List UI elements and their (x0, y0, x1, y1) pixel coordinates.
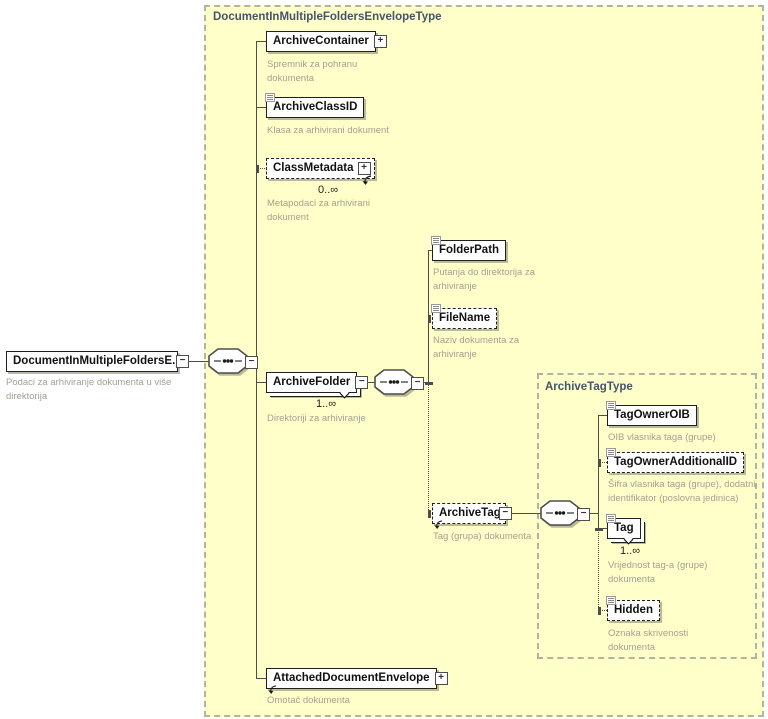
element-description: Oznaka skrivenosti dokumenta (608, 628, 689, 653)
element-archive-class-id[interactable]: ArchiveClassID (265, 93, 365, 118)
occurrence-label: 1..∞ (620, 545, 641, 557)
element-label: Tag (614, 522, 634, 534)
connector (598, 415, 599, 528)
envelope-type-title: DocumentInMultipleFoldersEnvelopeType (213, 11, 442, 23)
connector (598, 462, 613, 463)
element-description: Spremnik za pohranu dokumenta (267, 59, 358, 84)
connector (598, 610, 613, 611)
element-label: FolderPath (439, 244, 500, 256)
element-description: Tag (grupa) dokumenta (433, 531, 532, 542)
collapse-button[interactable]: − (245, 356, 258, 369)
element-archive-folder[interactable]: ArchiveFolder − (266, 372, 369, 399)
text-content-icon (431, 304, 441, 313)
element-hidden[interactable]: Hidden (606, 596, 660, 621)
text-content-icon (606, 401, 616, 410)
element-description: Naziv dokumenta za arhiviranje (433, 335, 520, 360)
element-description: Omotač dokumenta (267, 695, 350, 706)
collapse-button[interactable]: − (355, 376, 369, 389)
ref-arrow-icon (434, 520, 443, 529)
text-content-icon (431, 236, 441, 245)
element-label: Hidden (614, 604, 653, 616)
element-archive-container[interactable]: ArchiveContainer + (266, 31, 387, 52)
connector (428, 382, 429, 516)
collapse-button[interactable]: − (176, 355, 189, 368)
expand-button[interactable]: + (357, 162, 371, 175)
expand-button[interactable]: + (373, 35, 387, 48)
sequence-icon[interactable] (539, 499, 581, 527)
archive-tag-type-title: ArchiveTagType (545, 381, 633, 393)
connector (598, 528, 599, 613)
sequence-icon[interactable] (207, 347, 249, 375)
element-document-in-multiple-folders-envelope[interactable]: DocumentInMultipleFoldersE... − (6, 351, 189, 372)
occurrence-label: 0..∞ (318, 184, 339, 196)
element-description: Putanja do direktorija za arhiviranje (433, 267, 535, 292)
ref-arrow-icon (268, 685, 277, 694)
element-tag[interactable]: Tag (606, 514, 641, 545)
text-content-icon (606, 514, 616, 523)
element-label: ClassMetadata (273, 162, 354, 174)
element-description: OIB vlasnika taga (grupe) (608, 432, 716, 443)
occurrence-label: 1..∞ (316, 398, 337, 410)
connector (256, 168, 271, 169)
element-description: Direktoriji za arhiviranje (267, 413, 366, 424)
element-tag-owner-oib[interactable]: TagOwnerOIB (606, 401, 697, 426)
element-label: TagOwnerOIB (614, 409, 690, 421)
text-content-icon (265, 93, 275, 102)
element-class-metadata[interactable]: ClassMetadata + (266, 158, 375, 185)
element-folder-path[interactable]: FolderPath (431, 236, 507, 261)
element-tag-owner-additional-id[interactable]: TagOwnerAdditionalID (606, 448, 745, 473)
expand-button[interactable]: + (434, 672, 448, 685)
element-description: Šifra vlasnika taga (grupe), dodatni ide… (608, 479, 756, 504)
element-label: ArchiveClassID (273, 101, 358, 113)
element-label: ArchiveContainer (273, 35, 369, 47)
element-label: DocumentInMultipleFoldersE... (13, 355, 182, 367)
ref-arrow-icon (362, 175, 371, 185)
collapse-button[interactable]: − (411, 377, 424, 390)
collapse-button[interactable]: − (498, 507, 512, 520)
text-content-icon (606, 448, 616, 457)
element-archive-tag[interactable]: ArchiveTag − (432, 503, 512, 529)
element-description: Metapodaci za arhivirani dokument (267, 198, 370, 223)
connector (428, 250, 429, 382)
element-attached-document-envelope[interactable]: AttachedDocumentEnvelope + (266, 668, 448, 694)
element-description: Podaci za arhiviranje dokumenta u više d… (6, 377, 172, 402)
element-description: Klasa za arhivirani dokument (267, 125, 389, 136)
connector (598, 415, 610, 416)
element-label: TagOwnerAdditionalID (614, 456, 738, 468)
element-label: AttachedDocumentEnvelope (273, 672, 430, 684)
element-label: FileName (439, 312, 491, 324)
element-file-name[interactable]: FileName (431, 304, 498, 329)
element-label: ArchiveFolder (273, 376, 351, 388)
text-content-icon (606, 596, 616, 605)
sequence-icon[interactable] (373, 368, 415, 396)
element-description: Vrijednost tag-a (grupe) dokumenta (608, 560, 708, 585)
collapse-button[interactable]: − (577, 508, 590, 521)
element-label: ArchiveTag (439, 507, 501, 519)
connector (598, 528, 610, 529)
